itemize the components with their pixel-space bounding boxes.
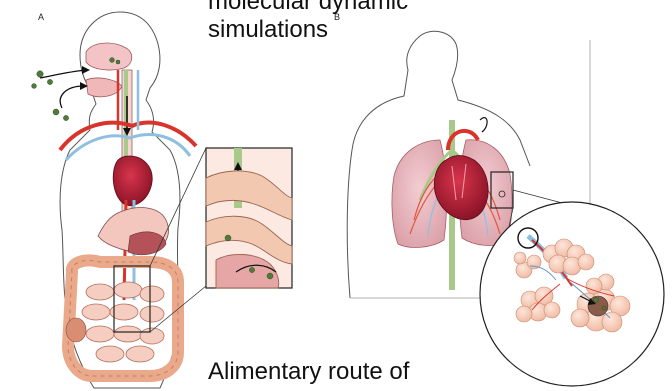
nasal-cavity: [86, 43, 132, 70]
arrow-nose: [40, 70, 86, 78]
alveoli-zoom-panel: [480, 202, 664, 386]
overlay-caption-top-line-1: molecular dynamic: [208, 0, 408, 14]
overlay-caption-bottom: Alimentary route of: [208, 360, 409, 384]
torso-left-side: [347, 150, 352, 298]
panel-a-body: [32, 12, 206, 388]
cecum: [66, 318, 86, 342]
intestine-zoom-panel: [206, 148, 292, 288]
alveoli-frame: [480, 202, 664, 386]
overlay-caption-top-line-2: simulations: [208, 18, 328, 42]
arch-arrow-b: [480, 118, 487, 132]
panel-a-letter: A: [38, 12, 44, 22]
